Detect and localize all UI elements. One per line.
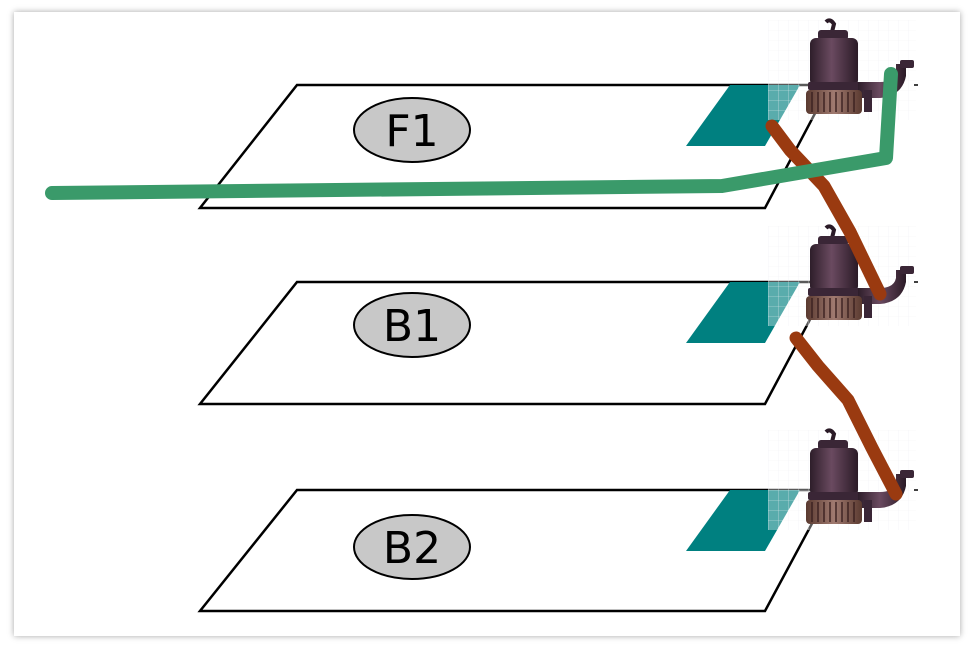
floor-label-badge xyxy=(353,97,471,163)
floor-f1-slab xyxy=(197,83,833,210)
floor-f1: F1 xyxy=(197,83,833,210)
submersible-pump-icon xyxy=(766,224,918,328)
floor-label-b1: B1 xyxy=(383,301,441,352)
riser-pipe-b1-to-f1 xyxy=(765,119,887,301)
floor-b2-slab xyxy=(197,488,833,613)
floor-b2: B2 xyxy=(197,488,833,613)
floor-label-badge xyxy=(353,292,471,358)
floor-label-f1: F1 xyxy=(385,106,438,157)
floor-b1: B1 xyxy=(197,280,833,406)
floor-label-badge xyxy=(353,514,471,580)
main-discharge-pipe xyxy=(45,67,898,200)
riser-pipe-b2-to-b1 xyxy=(789,331,903,501)
floor-edge-ticks xyxy=(914,84,918,491)
floor-label-b2: B2 xyxy=(383,523,441,574)
